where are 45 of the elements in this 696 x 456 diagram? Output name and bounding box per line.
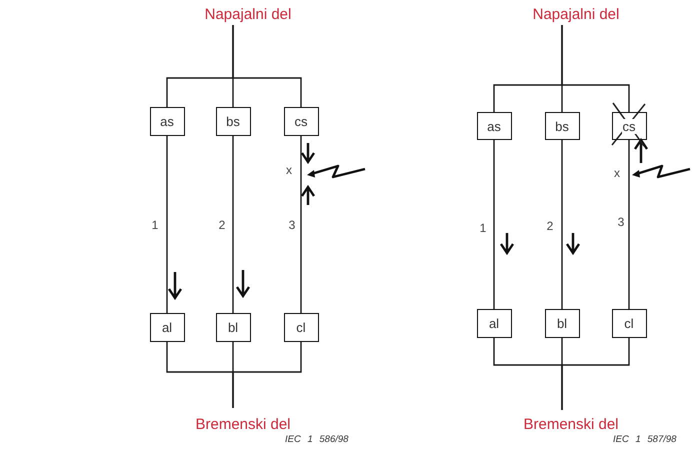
figure-reference: IEC 1 587/98: [613, 433, 676, 447]
block-label: cl: [623, 316, 635, 331]
line-number: 1: [152, 218, 158, 232]
block-label: bl: [556, 316, 568, 331]
block-box: [476, 309, 512, 338]
point-label: x: [614, 166, 620, 180]
point-label: x: [286, 163, 292, 177]
connector-line: [493, 140, 495, 309]
connector-line: [628, 140, 630, 309]
block-box: [284, 107, 318, 136]
connector-line: [232, 136, 234, 313]
connector-line: [232, 342, 302, 408]
line-number: 2: [546, 219, 554, 233]
figure-reference: IEC 1 586/98: [285, 433, 348, 447]
section-label: Bremenski del: [195, 408, 291, 436]
block-box: [612, 309, 646, 338]
block-label: bs: [225, 114, 241, 129]
block-box: [284, 313, 318, 342]
block-box: [150, 313, 184, 342]
block-box: [216, 107, 250, 136]
block-box: [150, 107, 184, 136]
block-box: [476, 112, 512, 140]
block-box: [216, 313, 250, 342]
block-label: al: [488, 316, 500, 331]
block-box: [612, 112, 646, 140]
connector-line: [561, 25, 630, 112]
block-label: cs: [622, 118, 636, 134]
block-box: [544, 309, 580, 338]
block-label: bs: [554, 118, 570, 134]
line-number: 3: [288, 218, 296, 232]
connector-line: [561, 338, 630, 410]
connector-line: [166, 136, 168, 313]
section-label: Bremenski del: [523, 410, 619, 436]
block-label: bl: [226, 320, 240, 335]
section-label: Napajalni del: [532, 5, 620, 25]
connector-line: [561, 140, 563, 309]
block-label: al: [160, 320, 174, 335]
line-number: 2: [218, 218, 226, 232]
connector-line: [300, 136, 302, 313]
line-number: 3: [618, 215, 624, 229]
block-box: [544, 112, 580, 140]
section-label: Napajalni del: [204, 5, 292, 25]
connector-line: [232, 25, 302, 107]
line-number: 1: [480, 221, 486, 235]
block-label: cl: [295, 320, 307, 335]
